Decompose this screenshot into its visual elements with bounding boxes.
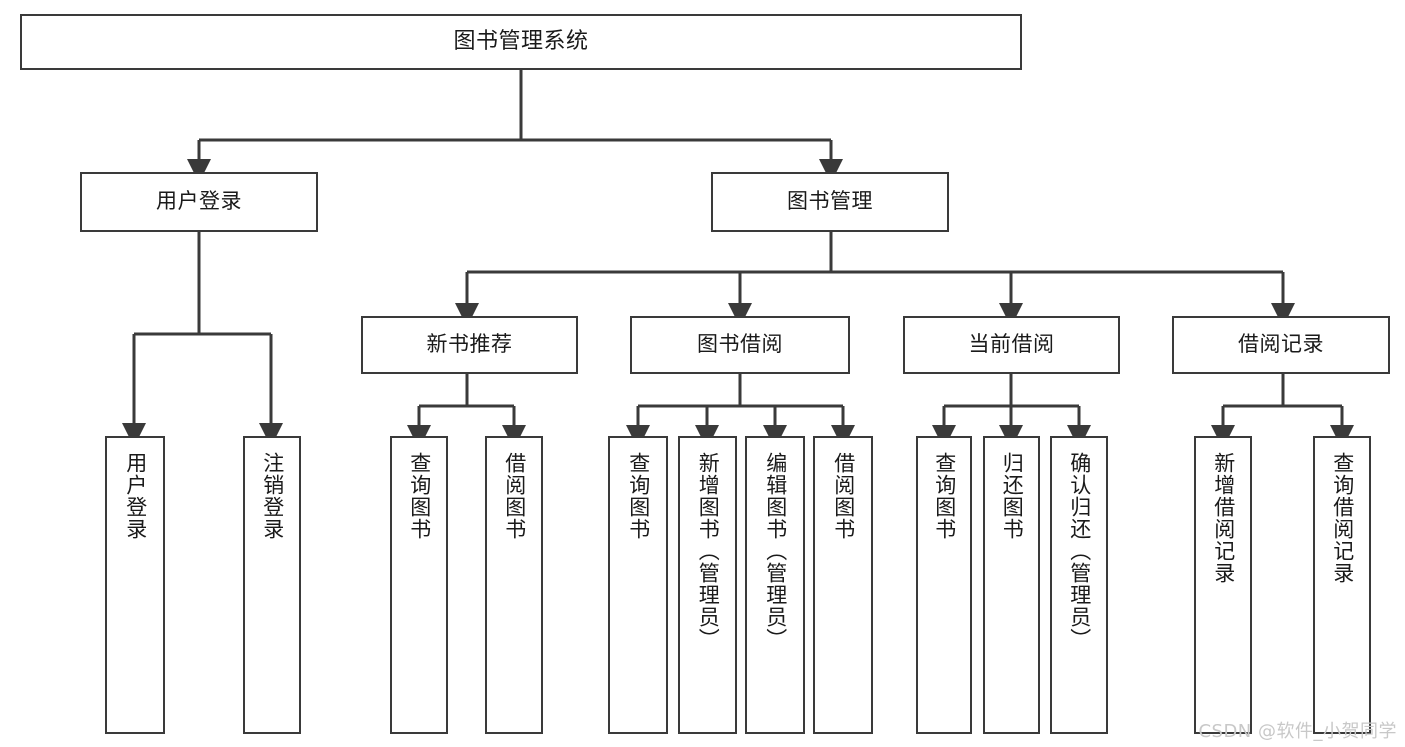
node-root-label: 图书管理系统 xyxy=(453,28,589,54)
node-leaf-borrow-book-rec[interactable]: 借阅图书 xyxy=(485,436,543,734)
node-book-borrow-label: 图书借阅 xyxy=(697,332,783,357)
node-leaf-logout[interactable]: 注销登录 xyxy=(243,436,301,734)
node-leaf-return-book-label: 归还图书 xyxy=(1000,452,1025,540)
node-borrow-record-label: 借阅记录 xyxy=(1238,332,1324,357)
node-leaf-confirm-return-label: 确认归还（管理员） xyxy=(1067,452,1092,650)
node-borrow-record[interactable]: 借阅记录 xyxy=(1172,316,1390,374)
node-user-login[interactable]: 用户登录 xyxy=(80,172,318,232)
node-leaf-add-book[interactable]: 新增图书（管理员） xyxy=(678,436,737,734)
node-leaf-add-record-label: 新增借阅记录 xyxy=(1211,452,1236,584)
node-leaf-borrow-book-bw[interactable]: 借阅图书 xyxy=(813,436,873,734)
node-leaf-add-record[interactable]: 新增借阅记录 xyxy=(1194,436,1252,734)
node-leaf-borrow-book-bw-label: 借阅图书 xyxy=(831,452,856,540)
node-leaf-query-book-cur[interactable]: 查询图书 xyxy=(916,436,972,734)
node-current-borrow[interactable]: 当前借阅 xyxy=(903,316,1120,374)
node-leaf-edit-book-label: 编辑图书（管理员） xyxy=(763,452,788,650)
node-root-system[interactable]: 图书管理系统 xyxy=(20,14,1022,70)
node-book-manage[interactable]: 图书管理 xyxy=(711,172,949,232)
node-leaf-query-record[interactable]: 查询借阅记录 xyxy=(1313,436,1371,734)
node-leaf-query-book-rec[interactable]: 查询图书 xyxy=(390,436,448,734)
node-leaf-query-record-label: 查询借阅记录 xyxy=(1330,452,1355,584)
node-leaf-query-book-rec-label: 查询图书 xyxy=(407,452,432,540)
watermark-text: CSDN @软件_小贺同学 xyxy=(1198,721,1397,742)
node-leaf-confirm-return[interactable]: 确认归还（管理员） xyxy=(1050,436,1108,734)
node-leaf-borrow-book-rec-label: 借阅图书 xyxy=(502,452,527,540)
node-leaf-user-login[interactable]: 用户登录 xyxy=(105,436,165,734)
node-new-book-recommend[interactable]: 新书推荐 xyxy=(361,316,578,374)
node-leaf-add-book-label: 新增图书（管理员） xyxy=(696,452,721,650)
node-leaf-query-book-bw-label: 查询图书 xyxy=(626,452,651,540)
node-leaf-return-book[interactable]: 归还图书 xyxy=(983,436,1040,734)
node-book-borrow[interactable]: 图书借阅 xyxy=(630,316,850,374)
node-leaf-query-book-bw[interactable]: 查询图书 xyxy=(608,436,668,734)
node-user-login-label: 用户登录 xyxy=(156,189,242,214)
node-leaf-user-login-label: 用户登录 xyxy=(123,452,148,540)
node-current-borrow-label: 当前借阅 xyxy=(968,332,1055,357)
node-leaf-logout-label: 注销登录 xyxy=(260,452,285,540)
node-book-manage-label: 图书管理 xyxy=(787,189,873,214)
node-leaf-edit-book[interactable]: 编辑图书（管理员） xyxy=(745,436,805,734)
node-leaf-query-book-cur-label: 查询图书 xyxy=(932,452,957,540)
node-new-book-recommend-label: 新书推荐 xyxy=(426,332,513,357)
